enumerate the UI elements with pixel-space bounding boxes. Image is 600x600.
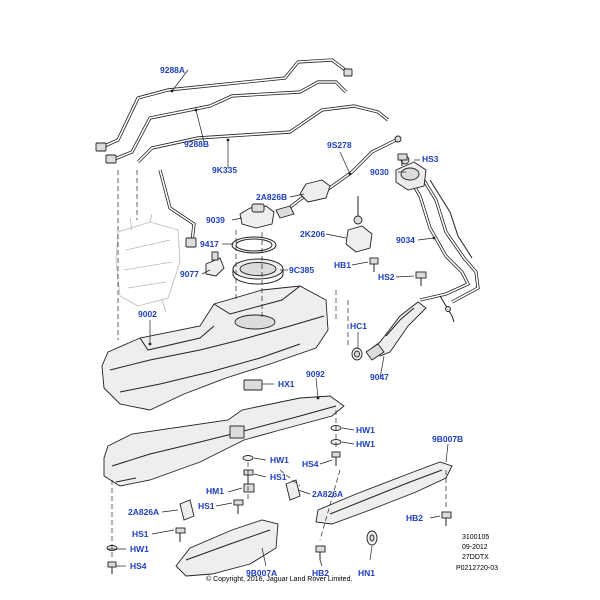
callout-9288b: 9288B: [184, 139, 209, 149]
callout-hb2-a: HB2: [406, 513, 423, 523]
hose-clamp-hc1: [351, 347, 363, 361]
callout-hs3: HS3: [422, 154, 439, 164]
connector-9077: [205, 251, 225, 277]
callout-hs4-b: HS4: [130, 561, 147, 571]
bracket-2a826a-left: [179, 499, 195, 521]
callout-9047: 9047: [370, 372, 389, 382]
fuel-pump-cover-9039: [239, 203, 275, 229]
callout-hb1: HB1: [334, 260, 351, 270]
hardware-hs4-a: [331, 451, 341, 466]
callout-9b007a: 9B007A: [246, 568, 277, 578]
filler-pipe-9034: [406, 173, 480, 323]
hardware-hs1-c: [175, 527, 186, 542]
callout-9077: 9077: [180, 269, 199, 279]
callout-hn1: HN1: [358, 568, 375, 578]
screw-hs2: [415, 271, 427, 286]
callout-9039: 9039: [206, 215, 225, 225]
screw-hs3: [397, 153, 408, 166]
bracket-2a826a-right: [285, 479, 301, 501]
callout-hs1-c: HS1: [132, 529, 149, 539]
callout-9092: 9092: [306, 369, 325, 379]
illustration-number: P0212720-03: [456, 565, 498, 572]
hardware-hw1-c: [242, 455, 254, 461]
seal-ring-9417: [231, 236, 277, 254]
fuel-line-9288a: [95, 58, 353, 152]
drawing-variant: 27DDTX: [462, 554, 489, 561]
callout-9s278: 9S278: [327, 140, 352, 150]
shield-9b007a: [175, 519, 279, 577]
callout-2a826a-left: 2A826A: [128, 507, 159, 517]
callout-2a826a-right: 2A826A: [312, 489, 343, 499]
hardware-hb2-b: [315, 545, 326, 560]
callout-9k335: 9K335: [212, 165, 237, 175]
callout-hs4-a: HS4: [302, 459, 319, 469]
callout-9b007b: 9B007B: [432, 434, 463, 444]
drawing-ref: 3100105: [462, 534, 489, 541]
callout-hs1-b: HS1: [198, 501, 215, 511]
callout-hs1-a: HS1: [270, 472, 287, 482]
callout-hw1-c: HW1: [270, 455, 289, 465]
lock-ring-9c385: [232, 258, 284, 285]
hardware-hn1: [366, 530, 378, 546]
callout-9417: 9417: [200, 239, 219, 249]
fuel-tank-9002: [101, 285, 329, 411]
hardware-hs4-b: [107, 561, 117, 574]
copyright-notice: © Copyright, 2016, Jaguar Land Rover Lim…: [206, 575, 352, 583]
clip-hx1: [243, 379, 263, 391]
filler-hose-9047: [365, 301, 427, 361]
callout-9c385: 9C385: [289, 265, 314, 275]
hardware-hs1-b: [233, 499, 244, 514]
fuel-line-9k335: [136, 104, 389, 248]
callout-9002: 9002: [138, 309, 157, 319]
callout-9030: 9030: [370, 167, 389, 177]
fuel-line-9288b: [105, 80, 348, 164]
hardware-hb2-a: [441, 511, 452, 526]
drawing-info: 3100105 09-2012 27DDTX P0212720-03: [456, 534, 498, 572]
fuel-line-9s278: [283, 135, 402, 214]
callout-hb2-b: HB2: [312, 568, 329, 578]
bracket-2a826b: [275, 179, 331, 219]
assembly-guide-lines: [111, 170, 447, 560]
bolt-hb1: [369, 257, 379, 272]
callout-2a826b: 2A826B: [256, 192, 287, 202]
callout-hw1-d: HW1: [130, 544, 149, 554]
heat-shield-9092: [103, 395, 345, 487]
callout-hs2: HS2: [378, 272, 395, 282]
callout-labels: 9288A 9288B 9K335 9S278 HS3 9030 2A826B …: [128, 65, 463, 578]
leader-lines: [108, 69, 449, 567]
callout-hw1-b: HW1: [356, 439, 375, 449]
callout-2k206: 2K206: [300, 229, 325, 239]
hardware-hs1-a: [243, 469, 254, 484]
reference-component-ghost: [115, 213, 181, 313]
callout-hc1: HC1: [350, 321, 367, 331]
callout-9288a: 9288A: [160, 65, 185, 75]
callout-hw1-a: HW1: [356, 425, 375, 435]
valve-2k206: [345, 196, 373, 253]
callout-hx1: HX1: [278, 379, 295, 389]
drawing-date: 09-2012: [462, 544, 488, 551]
callout-hm1: HM1: [206, 486, 224, 496]
callout-9034: 9034: [396, 235, 415, 245]
hardware-hm1: [243, 483, 255, 493]
